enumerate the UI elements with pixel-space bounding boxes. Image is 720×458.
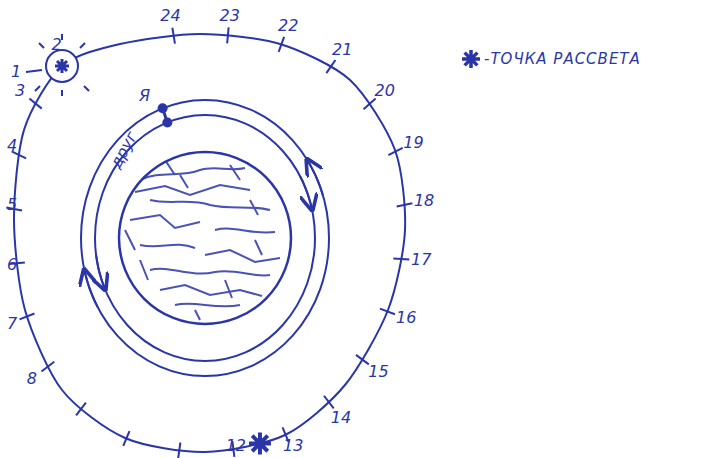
hour-tick bbox=[20, 314, 35, 320]
hour-tick bbox=[76, 403, 86, 416]
hour-number: 22 bbox=[278, 18, 298, 34]
direction-arrow bbox=[300, 177, 311, 209]
legend-text: -ТОЧКА РАССВЕТА bbox=[484, 50, 641, 68]
hour-tick bbox=[172, 28, 175, 44]
hour-number: 21 bbox=[332, 42, 352, 58]
hour-tick bbox=[324, 396, 334, 409]
hour-number: 8 bbox=[27, 371, 37, 387]
sun-symbol bbox=[26, 34, 89, 96]
direction-arrow bbox=[85, 271, 98, 307]
hour-tick bbox=[356, 355, 369, 365]
hour-tick bbox=[326, 60, 335, 73]
hour-number: 6 bbox=[7, 257, 17, 273]
hour-tick bbox=[279, 37, 284, 52]
hour-number: 24 bbox=[160, 8, 180, 24]
hour-tick bbox=[41, 362, 54, 372]
hour-number: 2 bbox=[51, 37, 61, 53]
hour-tick bbox=[123, 431, 129, 446]
hour-number: 17 bbox=[411, 252, 431, 268]
hour-tick bbox=[227, 27, 229, 43]
earth bbox=[119, 152, 291, 324]
direction-arrow bbox=[96, 255, 104, 288]
hour-tick bbox=[393, 258, 409, 259]
hour-number: 18 bbox=[414, 193, 434, 209]
orbit-ring bbox=[81, 100, 329, 376]
orbit-ring bbox=[95, 115, 315, 361]
dawn-point-star bbox=[249, 432, 271, 454]
hour-number: 23 bbox=[220, 8, 240, 24]
hour-number: 16 bbox=[396, 310, 416, 326]
hour-number: 13 bbox=[283, 438, 303, 454]
hour-tick bbox=[397, 203, 413, 206]
hour-tick bbox=[364, 99, 376, 110]
hour-number: 3 bbox=[15, 83, 25, 99]
legend-star bbox=[458, 46, 484, 72]
dawn-point-star bbox=[249, 432, 271, 454]
hour-number: 12 bbox=[226, 438, 246, 454]
direction-arrow bbox=[308, 161, 323, 196]
hour-tick bbox=[178, 442, 180, 458]
hour-number: 7 bbox=[7, 316, 17, 332]
satellite-dot bbox=[158, 103, 168, 113]
day-ring bbox=[14, 34, 405, 452]
hour-number: 15 bbox=[368, 364, 388, 380]
hour-ticks bbox=[6, 27, 412, 458]
hour-number: 5 bbox=[7, 197, 17, 213]
satellite-label: Я bbox=[139, 88, 150, 104]
satellite-dot bbox=[162, 117, 172, 127]
hour-tick bbox=[388, 148, 402, 155]
hour-number: 1 bbox=[11, 64, 21, 80]
hour-number: 14 bbox=[331, 410, 351, 426]
satellite-label: друг bbox=[108, 129, 140, 171]
hour-tick bbox=[29, 98, 41, 108]
hour-number: 20 bbox=[374, 83, 394, 99]
hour-number: 19 bbox=[403, 135, 423, 151]
orbits bbox=[81, 100, 329, 376]
hour-tick bbox=[380, 309, 395, 315]
legend-entry: -ТОЧКА РАССВЕТА bbox=[458, 46, 641, 72]
hour-number: 4 bbox=[7, 138, 17, 154]
